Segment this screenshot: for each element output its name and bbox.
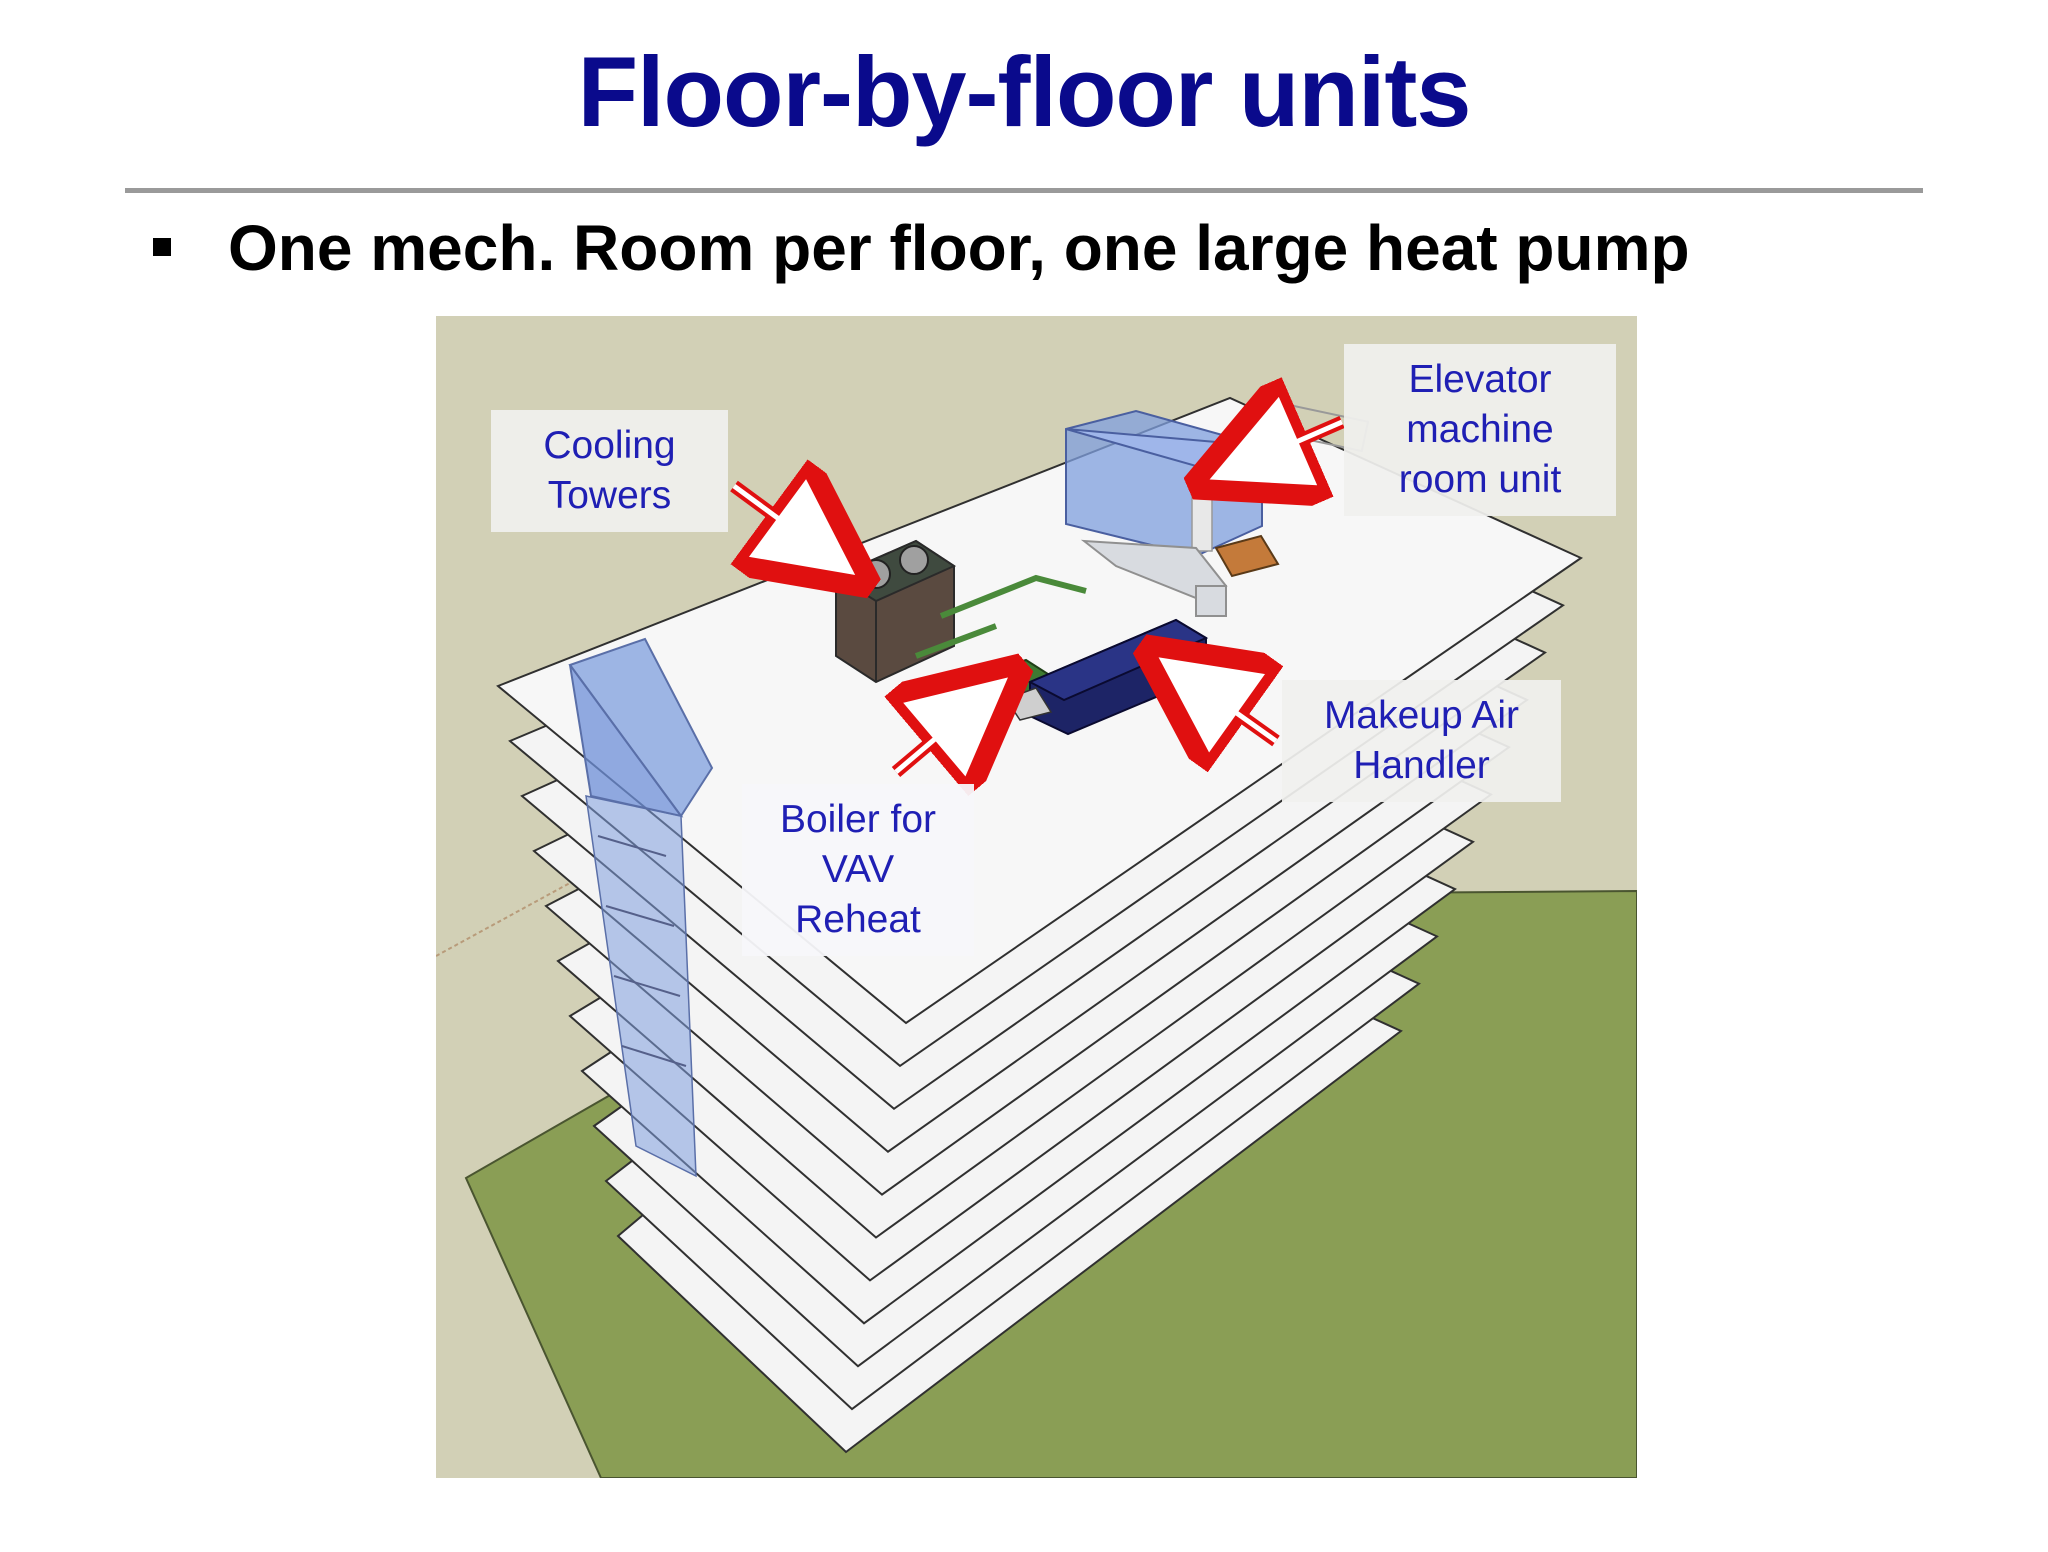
callout-arrows — [730, 422, 1345, 772]
stair-core — [568, 637, 714, 1178]
duct-run — [1080, 539, 1228, 617]
bullet-marker — [153, 238, 171, 256]
label-cooling-towers: Cooling Towers — [491, 410, 728, 532]
label-makeup-air-handler: Makeup Air Handler — [1282, 680, 1561, 802]
label-boiler-vav-reheat: Boiler for VAV Reheat — [742, 784, 974, 956]
bullet-text: One mech. Room per floor, one large heat… — [228, 212, 1690, 284]
slide-title: Floor-by-floor units — [577, 36, 1472, 147]
building-diagram: Cooling Towers Elevator machine room uni… — [436, 316, 1637, 1478]
label-elevator-machine-room-unit: Elevator machine room unit — [1344, 344, 1616, 516]
title-divider — [125, 188, 1923, 193]
